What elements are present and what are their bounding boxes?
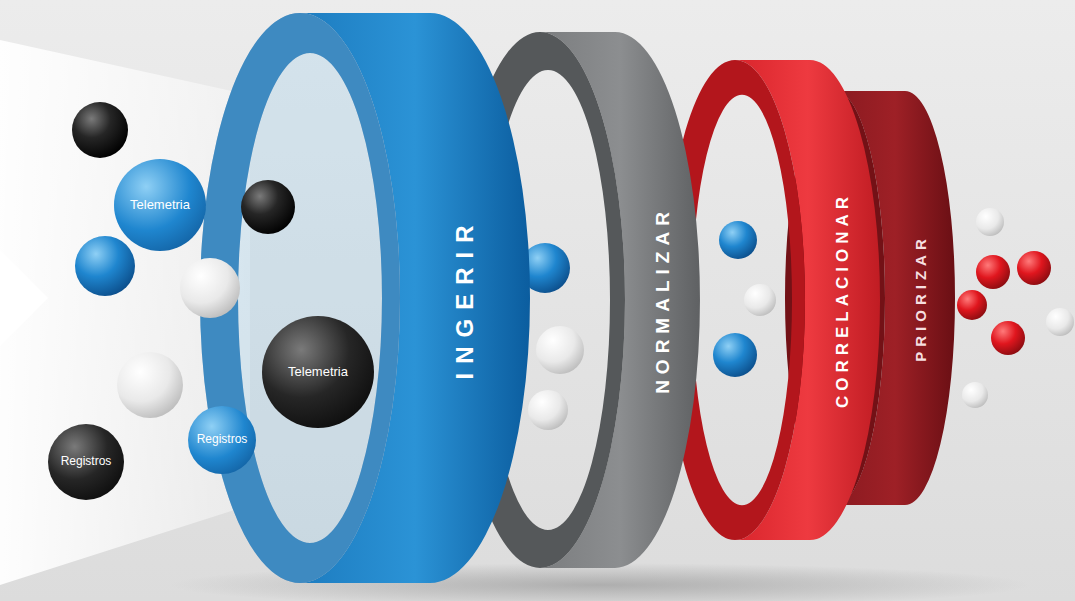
light-beam xyxy=(0,40,250,585)
data-sphere: Telemetria xyxy=(262,316,374,428)
sphere-label: Registros xyxy=(61,455,112,468)
data-sphere: Registros xyxy=(48,424,124,500)
data-sphere xyxy=(536,326,584,374)
stage-label: CORRELACIONAR xyxy=(833,192,853,408)
sphere-label: Telemetria xyxy=(288,365,348,379)
funnel-stage-band: NORMALIZAR xyxy=(625,32,700,568)
stage-label: NORMALIZAR xyxy=(652,206,674,394)
data-sphere xyxy=(957,290,987,320)
data-sphere: Telemetria xyxy=(114,159,206,251)
data-sphere: Registros xyxy=(188,406,256,474)
data-sphere xyxy=(976,208,1004,236)
data-sphere xyxy=(180,258,240,318)
ring-opening xyxy=(238,53,382,543)
stage-label: PRIORIZAR xyxy=(912,234,929,362)
data-sphere xyxy=(991,321,1025,355)
data-sphere xyxy=(713,333,757,377)
data-sphere xyxy=(117,352,183,418)
ring-band xyxy=(735,60,880,540)
data-sphere xyxy=(241,180,295,234)
data-sphere xyxy=(72,102,128,158)
stage-label: INGERIR xyxy=(451,216,479,379)
funnel-stage-band: PRIORIZAR xyxy=(885,91,955,505)
data-sphere xyxy=(1046,308,1074,336)
data-sphere xyxy=(1017,251,1051,285)
data-sphere xyxy=(528,390,568,430)
data-sphere xyxy=(719,221,757,259)
data-sphere xyxy=(75,236,135,296)
sphere-label: Telemetria xyxy=(130,198,190,212)
data-sphere xyxy=(744,284,776,316)
sphere-label: Registros xyxy=(197,433,248,446)
data-sphere xyxy=(976,255,1010,289)
funnel-stage-band: INGERIR xyxy=(405,13,525,583)
funnel-stage-band: CORRELACIONAR xyxy=(805,60,880,540)
data-sphere xyxy=(962,382,988,408)
entry-arrow xyxy=(0,250,48,346)
